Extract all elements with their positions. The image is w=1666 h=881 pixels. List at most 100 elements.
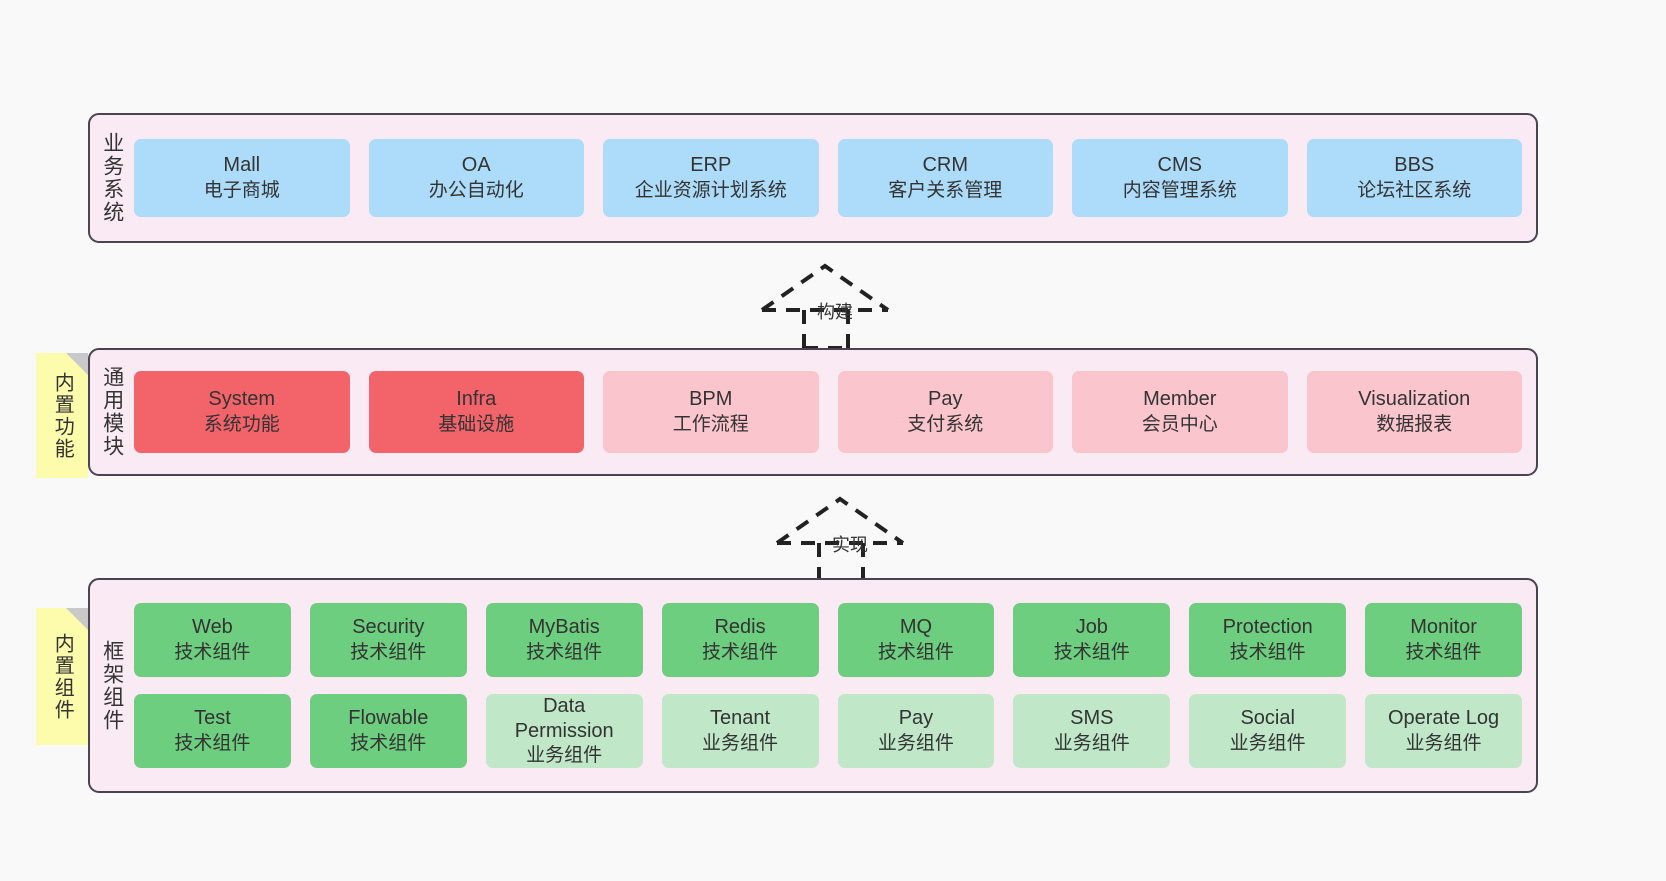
layer-business-system: 业务系统 Mall 电子商城 OA 办公自动化 ERP 企业资源计划系统 CRM [88,113,1538,243]
box-subtitle: 技术组件 [174,641,251,663]
box-subtitle: 数据报表 [1376,413,1453,435]
box-subtitle: 会员中心 [1141,413,1218,435]
box-title: OA [461,154,491,177]
layer-label-business-system: 业务系统 [100,132,124,224]
box-subtitle: 内容管理系统 [1122,179,1237,201]
box-subtitle: 技术组件 [1053,641,1130,663]
box-operate-log[interactable]: Operate Log 业务组件 [1365,694,1522,768]
box-test[interactable]: Test 技术组件 [134,694,291,768]
box-title: Visualization [1358,388,1471,411]
box-subtitle: 业务组件 [1405,732,1482,754]
box-subtitle: 业务组件 [1229,732,1306,754]
sticky-note-label: 内置功能 [51,371,74,460]
box-title: MyBatis [528,616,600,639]
layer-label-common-module: 通用模块 [100,366,124,458]
row-tech-components: Web 技术组件 Security 技术组件 MyBatis 技术组件 Redi… [134,603,1522,677]
box-infra[interactable]: Infra 基础设施 [368,371,584,453]
sticky-note-builtin-features: 内置功能 [36,353,88,478]
box-title: Security [352,616,425,639]
box-subtitle: 系统功能 [203,413,280,435]
box-subtitle: 工作流程 [672,413,749,435]
box-title: Mall [223,154,261,177]
box-web[interactable]: Web 技术组件 [134,603,291,677]
box-subtitle: 技术组件 [1405,641,1482,663]
box-subtitle: 技术组件 [174,732,251,754]
box-subtitle: 论坛社区系统 [1357,179,1472,201]
folded-corner-icon [66,608,88,630]
box-title: ERP [690,154,732,177]
box-subtitle: 业务组件 [877,732,954,754]
box-title: Flowable [348,707,429,730]
box-subtitle: 业务组件 [526,745,603,767]
box-title: Web [192,616,233,639]
box-title: Infra [456,388,497,411]
layer-label-framework-component: 框架组件 [100,639,124,732]
layer-body-business-system: Mall 电子商城 OA 办公自动化 ERP 企业资源计划系统 CRM 客户关系… [134,115,1536,241]
box-mq[interactable]: MQ 技术组件 [837,603,995,677]
box-crm[interactable]: CRM 客户关系管理 [837,139,1053,217]
box-subtitle: 技术组件 [350,732,427,754]
box-subtitle: 企业资源计划系统 [634,179,787,201]
box-title: Tenant [710,707,771,730]
box-pay-component[interactable]: Pay 业务组件 [837,694,995,768]
box-title: Protection [1222,616,1313,639]
row-business-systems: Mall 电子商城 OA 办公自动化 ERP 企业资源计划系统 CRM 客户关系… [134,139,1522,217]
box-erp[interactable]: ERP 企业资源计划系统 [603,139,819,217]
box-flowable[interactable]: Flowable 技术组件 [309,694,467,768]
layer-body-framework-component: Web 技术组件 Security 技术组件 MyBatis 技术组件 Redi… [134,580,1536,791]
layer-framework-component: 框架组件 Web 技术组件 Security 技术组件 MyBatis 技术组件… [88,578,1538,793]
box-oa[interactable]: OA 办公自动化 [368,139,584,217]
box-cms[interactable]: CMS 内容管理系统 [1072,139,1288,217]
box-job[interactable]: Job 技术组件 [1013,603,1171,677]
connector-build-label: 构建 [817,302,853,322]
box-pay-module[interactable]: Pay 支付系统 [837,371,1053,453]
box-monitor[interactable]: Monitor 技术组件 [1365,603,1522,677]
box-title: Member [1143,388,1217,411]
connector-implement: 实现 [773,495,923,583]
box-subtitle: 业务组件 [1053,732,1130,754]
box-social[interactable]: Social 业务组件 [1189,694,1347,768]
box-title: CRM [922,154,969,177]
box-title: Social [1240,707,1295,730]
layer-common-module: 通用模块 System 系统功能 Infra 基础设施 BPM 工作流程 Pay [88,348,1538,476]
box-data-permission[interactable]: Data Permission 业务组件 [485,694,643,768]
box-tenant[interactable]: Tenant 业务组件 [661,694,819,768]
box-system[interactable]: System 系统功能 [134,371,350,453]
box-title: Operate Log [1387,707,1500,730]
connector-build: 构建 [758,262,908,350]
box-title: MQ [899,616,933,639]
folded-corner-icon [66,353,88,375]
box-protection[interactable]: Protection 技术组件 [1189,603,1347,677]
box-subtitle: 技术组件 [702,641,779,663]
box-title: Redis [714,616,766,639]
box-title: Pay [928,388,963,411]
box-title: BPM [689,388,733,411]
box-redis[interactable]: Redis 技术组件 [661,603,819,677]
box-subtitle: 技术组件 [877,641,954,663]
box-title: Data Permission [514,694,614,743]
box-subtitle: 客户关系管理 [888,179,1003,201]
box-mybatis[interactable]: MyBatis 技术组件 [485,603,643,677]
box-bpm[interactable]: BPM 工作流程 [603,371,819,453]
connector-implement-label: 实现 [832,535,868,555]
box-title: CMS [1157,154,1202,177]
box-bbs[interactable]: BBS 论坛社区系统 [1306,139,1522,217]
sticky-note-label: 内置组件 [51,632,74,721]
connector-build-shape [760,263,890,350]
box-subtitle: 基础设施 [438,413,515,435]
box-title: Job [1075,616,1108,639]
box-sms[interactable]: SMS 业务组件 [1013,694,1171,768]
box-title: SMS [1070,707,1114,730]
box-visualization[interactable]: Visualization 数据报表 [1306,371,1522,453]
row-business-components: Test 技术组件 Flowable 技术组件 Data Permission … [134,694,1522,768]
box-mall[interactable]: Mall 电子商城 [134,139,350,217]
box-subtitle: 技术组件 [1229,641,1306,663]
box-member[interactable]: Member 会员中心 [1072,371,1288,453]
box-subtitle: 业务组件 [702,732,779,754]
box-title: Pay [898,707,934,730]
box-title: System [208,388,276,411]
box-subtitle: 技术组件 [350,641,427,663]
box-security[interactable]: Security 技术组件 [309,603,467,677]
layer-body-common-module: System 系统功能 Infra 基础设施 BPM 工作流程 Pay 支付系统… [134,350,1536,474]
